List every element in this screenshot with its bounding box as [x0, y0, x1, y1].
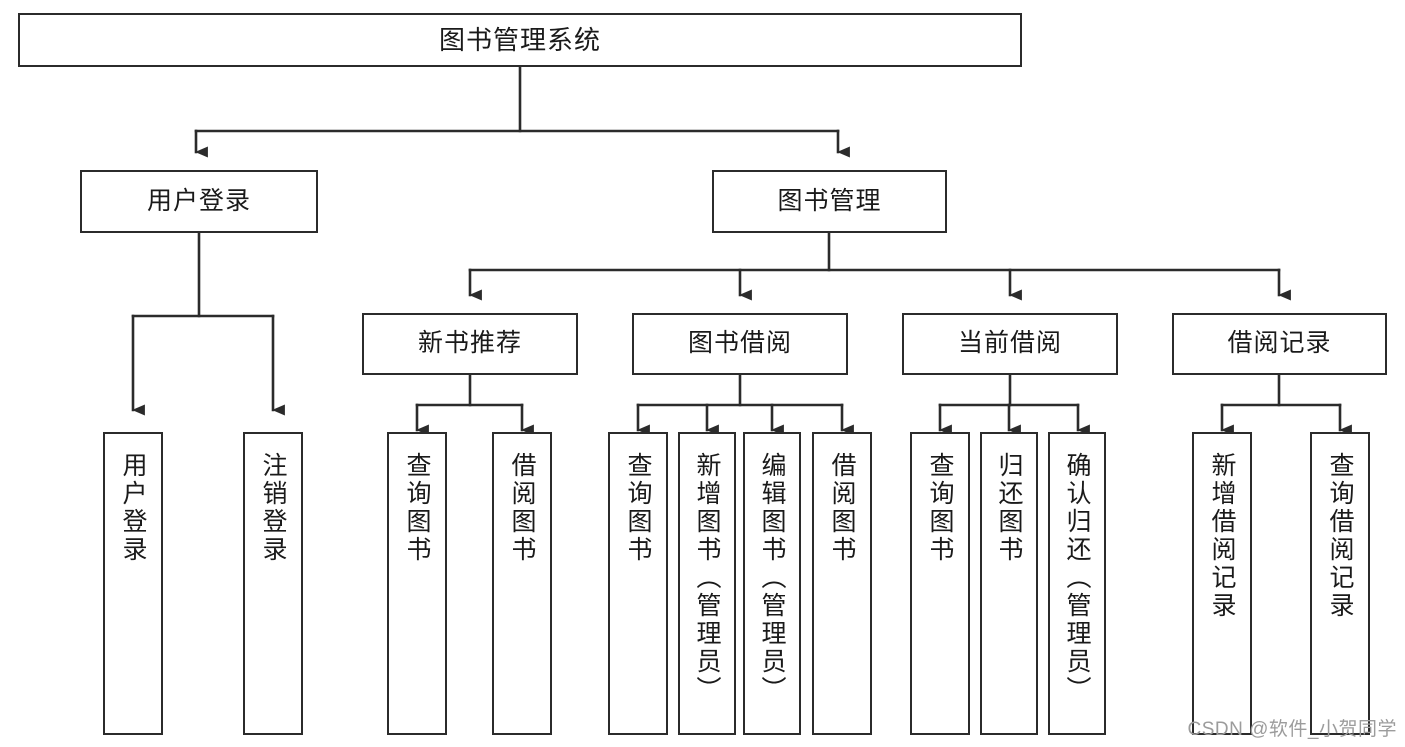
leaf-add-record[interactable]: 新增借阅记录 — [1192, 432, 1252, 735]
node-current-borrow-label: 当前借阅 — [957, 329, 1062, 358]
leaf-borrow-book-1[interactable]: 借阅图书 — [492, 432, 552, 735]
node-user-login[interactable]: 用户登录 — [80, 170, 318, 233]
node-book-borrow[interactable]: 图书借阅 — [632, 313, 848, 375]
leaf-query-book-1-label: 查询图书 — [403, 452, 431, 564]
leaf-confirm-return[interactable]: 确认归还（管理员） — [1048, 432, 1106, 735]
leaf-add-book-label: 新增图书（管理员） — [693, 452, 721, 704]
leaf-query-book-3-label: 查询图书 — [926, 452, 954, 564]
leaf-query-book-1[interactable]: 查询图书 — [387, 432, 447, 735]
leaf-user-login-label: 用户登录 — [119, 452, 147, 564]
node-new-book-recommend[interactable]: 新书推荐 — [362, 313, 578, 375]
node-user-login-label: 用户登录 — [146, 186, 251, 215]
node-root[interactable]: 图书管理系统 — [18, 13, 1022, 67]
leaf-query-book-3[interactable]: 查询图书 — [910, 432, 970, 735]
leaf-query-record[interactable]: 查询借阅记录 — [1310, 432, 1370, 735]
leaf-return-book[interactable]: 归还图书 — [980, 432, 1038, 735]
leaf-query-record-label: 查询借阅记录 — [1326, 452, 1354, 620]
leaf-borrow-book-2-label: 借阅图书 — [828, 452, 856, 564]
node-current-borrow[interactable]: 当前借阅 — [902, 313, 1118, 375]
leaf-borrow-book-1-label: 借阅图书 — [508, 452, 536, 564]
leaf-user-login[interactable]: 用户登录 — [103, 432, 163, 735]
leaf-add-record-label: 新增借阅记录 — [1208, 452, 1236, 620]
leaf-edit-book[interactable]: 编辑图书（管理员） — [743, 432, 801, 735]
leaf-user-logout[interactable]: 注销登录 — [243, 432, 303, 735]
leaf-confirm-return-label: 确认归还（管理员） — [1063, 452, 1091, 704]
node-borrow-record[interactable]: 借阅记录 — [1172, 313, 1387, 375]
leaf-borrow-book-2[interactable]: 借阅图书 — [812, 432, 872, 735]
node-book-manage-label: 图书管理 — [777, 186, 882, 215]
node-new-book-recommend-label: 新书推荐 — [417, 329, 522, 358]
leaf-user-logout-label: 注销登录 — [259, 452, 287, 564]
leaf-query-book-2[interactable]: 查询图书 — [608, 432, 668, 735]
node-borrow-record-label: 借阅记录 — [1227, 329, 1332, 358]
leaf-return-book-label: 归还图书 — [995, 452, 1023, 564]
node-book-borrow-label: 图书借阅 — [687, 329, 792, 358]
leaf-add-book[interactable]: 新增图书（管理员） — [678, 432, 736, 735]
leaf-edit-book-label: 编辑图书（管理员） — [758, 452, 786, 704]
node-book-manage[interactable]: 图书管理 — [712, 170, 947, 233]
watermark: CSDN @软件_小贺同学 — [1187, 719, 1397, 740]
leaf-query-book-2-label: 查询图书 — [624, 452, 652, 564]
node-root-label: 图书管理系统 — [438, 24, 601, 55]
